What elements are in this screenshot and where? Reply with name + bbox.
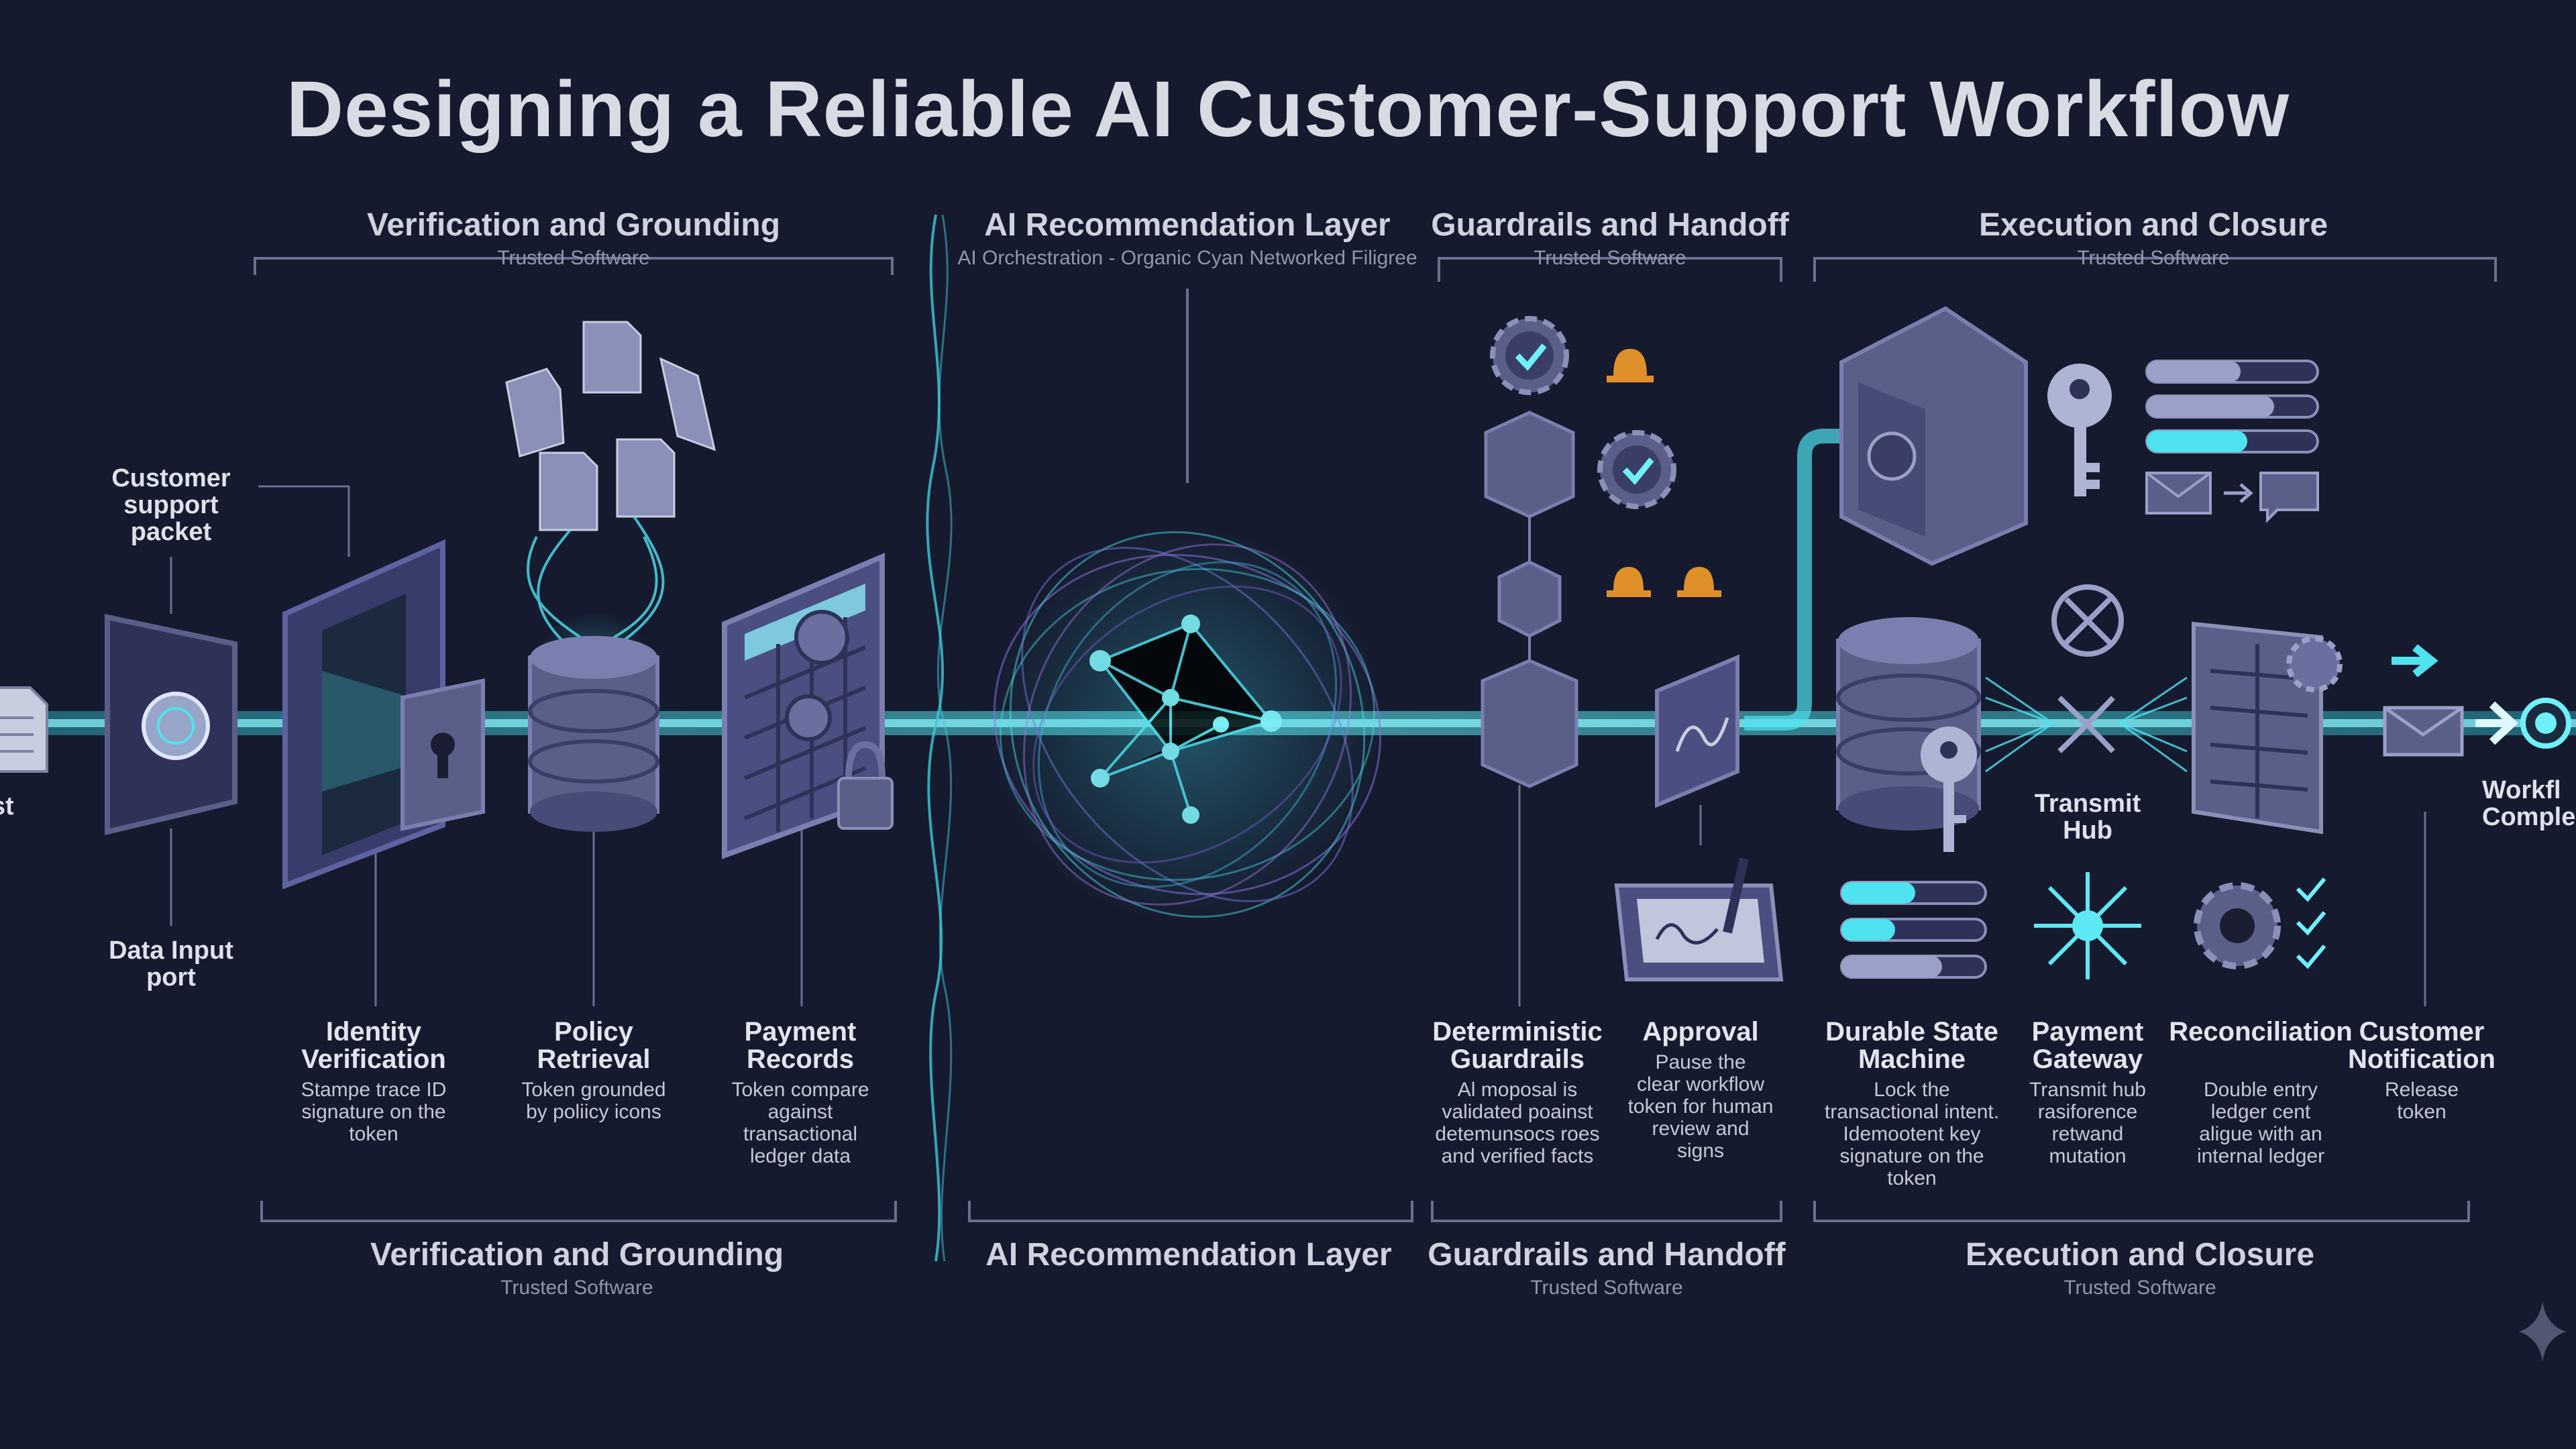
stage-desc-state-machine: Lock the transactional intent. Idemooten… — [1824, 1079, 2000, 1189]
bottom-brackets — [260, 1201, 2470, 1222]
section-sub-guardrails-top: Trusted Software — [1534, 247, 1686, 269]
stage-label-payment-gateway: Payment Gateway — [2031, 1017, 2144, 1074]
section-title-verification-top: Verification and Grounding — [366, 207, 781, 243]
section-sub-execution-top: Trusted Software — [2077, 247, 2230, 269]
stage-desc-notification: Release token — [2384, 1079, 2459, 1123]
section-sub-ai-top: AI Orchestration - Organic Cyan Networke… — [957, 247, 1417, 269]
port-label: Data Input port — [109, 936, 233, 991]
sparkle-icon — [2519, 1301, 2566, 1362]
stage-label-payment-records: Payment Records — [744, 1017, 857, 1074]
idempotent-key-icon — [1921, 727, 1977, 852]
section-sub-guardrails-bottom: Trusted Software — [1530, 1277, 1683, 1299]
section-title-execution-top: Execution and Closure — [1978, 207, 2328, 243]
stage-desc-payment-records: Token compare against transactional ledg… — [731, 1079, 869, 1167]
ai-neural-network — [986, 523, 1389, 926]
stage-desc-identity: Stampe trace ID signature on the token — [301, 1079, 447, 1145]
section-sub-verification-bottom: Trusted Software — [500, 1277, 653, 1299]
progress-bars-icon — [2145, 360, 2319, 453]
section-title-verification-bottom: Verification and Grounding — [370, 1237, 784, 1273]
section-title-guardrails-bottom: Guardrails and Handoff — [1428, 1237, 1786, 1273]
reconciliation-ledger-icon — [2192, 621, 2343, 835]
stage-desc-guardrails: Al moposal is validated poainst detemuns… — [1435, 1079, 1600, 1167]
guardrail-cubes — [1481, 411, 1578, 788]
section-sub-execution-bottom: Trusted Software — [2063, 1277, 2216, 1299]
complete-label: Workfl Comple — [2482, 776, 2576, 831]
stage-desc-reconciliation: Double entry ledger cent aligue with an … — [2196, 1079, 2325, 1167]
stage-label-identity: Identity Verification — [301, 1017, 446, 1074]
stage-label-guardrails: Deterministic Guardrails — [1432, 1017, 1603, 1074]
lock-icon — [400, 678, 485, 831]
stage-label-reconciliation: Reconciliation — [2169, 1017, 2353, 1046]
stage-label-policy: Policy Retrieval — [537, 1017, 651, 1074]
stage-desc-policy: Token grounded by poliicy icons — [521, 1079, 666, 1123]
data-input-port-icon — [105, 614, 237, 836]
check-gear-icon — [1490, 316, 1569, 395]
leader-lines — [170, 485, 2426, 1006]
section-title-ai-bottom: AI Recommendation Layer — [985, 1237, 1392, 1273]
stage-label-notification: Customer Notification — [2348, 1017, 2496, 1074]
database-icon — [528, 636, 659, 832]
reconciliation-gear-check-icon — [2194, 877, 2326, 969]
diagram-title: Designing a Reliable AI Customer-Support… — [286, 65, 2290, 154]
policy-documents-icon — [505, 321, 716, 531]
padlock-icon — [837, 741, 894, 830]
notification-icons — [2383, 644, 2571, 757]
section-title-ai-top: AI Recommendation Layer — [984, 207, 1391, 243]
payment-gateway-burst-icon — [2034, 872, 2141, 979]
request-label: quest — [0, 792, 14, 820]
key-icon — [2047, 364, 2112, 496]
signature-tablet-icon — [1655, 654, 1739, 808]
section-sub-verification-top: Trusted Software — [497, 247, 650, 269]
stage-label-state-machine: Durable State Machine — [1825, 1017, 1998, 1074]
state-progress-bars-icon — [1840, 881, 1987, 979]
stage-desc-approval: Pause the clear workflow token for human… — [1627, 1051, 1774, 1162]
document-icon — [0, 686, 48, 773]
approval-signature-icon — [1614, 857, 1784, 981]
check-gear-icon — [1597, 430, 1676, 509]
state-machine-database-icon — [1836, 617, 1981, 830]
message-icons — [2145, 472, 2319, 523]
packet-label: Customer support packet — [111, 464, 231, 546]
section-title-guardrails-top: Guardrails and Handoff — [1431, 207, 1789, 243]
alert-beacon-icon — [1607, 349, 1721, 597]
safe-vault-icon — [1839, 306, 2028, 566]
transmit-rays — [1985, 676, 2188, 773]
top-brackets — [254, 257, 2497, 483]
section-title-execution-bottom: Execution and Closure — [1965, 1237, 2315, 1273]
hub-label: Transmit Hub — [2034, 790, 2141, 845]
stage-label-approval: Approval — [1642, 1017, 1759, 1046]
stage-desc-payment-gateway: Transmit hub rasiforence retwand mutatio… — [2029, 1079, 2146, 1167]
transmit-hub-icon — [2051, 584, 2124, 753]
